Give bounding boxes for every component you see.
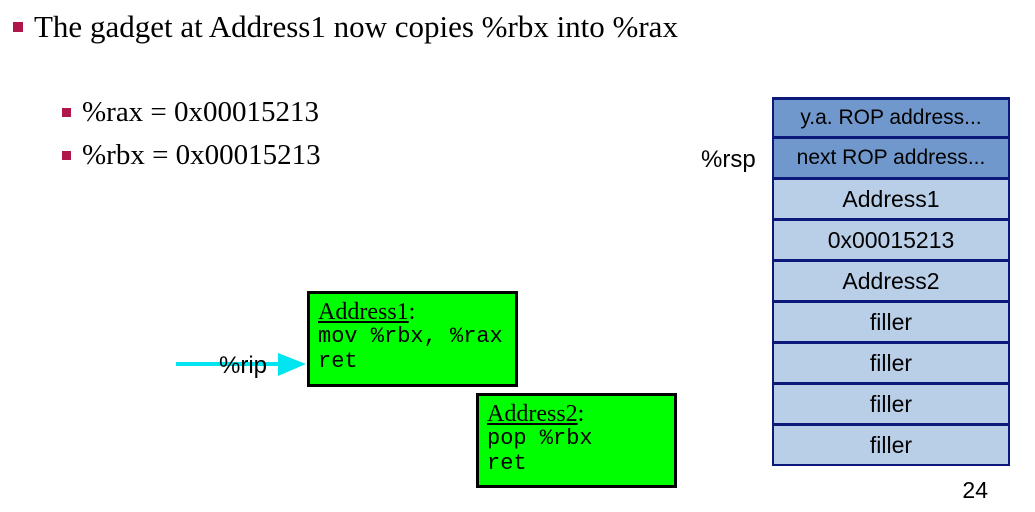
- stack-slot-address2: Address2: [772, 261, 1010, 302]
- stack-slot-filler: filler: [772, 425, 1010, 466]
- gadget1-label: Address1: [318, 299, 409, 325]
- stack-slot-value: 0x00015213: [772, 220, 1010, 261]
- stack: y.a. ROP address... next ROP address... …: [772, 97, 1010, 466]
- stack-slot-next-rop: next ROP address...: [772, 138, 1010, 179]
- rip-label: %rip: [219, 352, 268, 379]
- slide-title: The gadget at Address1 now copies %rbx i…: [34, 9, 678, 44]
- rsp-label: %rsp: [701, 146, 756, 173]
- stack-slot-ya-rop: y.a. ROP address...: [772, 97, 1010, 138]
- sub-bullet-marker: [62, 151, 71, 160]
- page-number: 24: [962, 477, 988, 503]
- gadget1-label-colon: :: [408, 299, 416, 325]
- sub-bullet-marker: [62, 108, 71, 117]
- stack-slot-address1: Address1: [772, 179, 1010, 220]
- gadget1-box: Address1: mov %rbx, %rax ret: [307, 291, 518, 387]
- gadget2-box: Address2: pop %rbx ret: [476, 393, 677, 488]
- stack-slot-filler: filler: [772, 384, 1010, 425]
- gadget2-code: pop %rbx ret: [487, 426, 593, 476]
- title-bullet: [13, 22, 23, 32]
- gadget2-label: Address2: [487, 401, 578, 427]
- bullet-rax: %rax = 0x00015213: [82, 96, 320, 128]
- stack-slot-filler: filler: [772, 343, 1010, 384]
- bullet-rbx: %rbx = 0x00015213: [82, 139, 321, 171]
- gadget1-code: mov %rbx, %rax ret: [318, 324, 503, 374]
- stack-slot-filler: filler: [772, 302, 1010, 343]
- gadget2-label-colon: :: [577, 401, 585, 427]
- rip-arrow: [176, 353, 306, 376]
